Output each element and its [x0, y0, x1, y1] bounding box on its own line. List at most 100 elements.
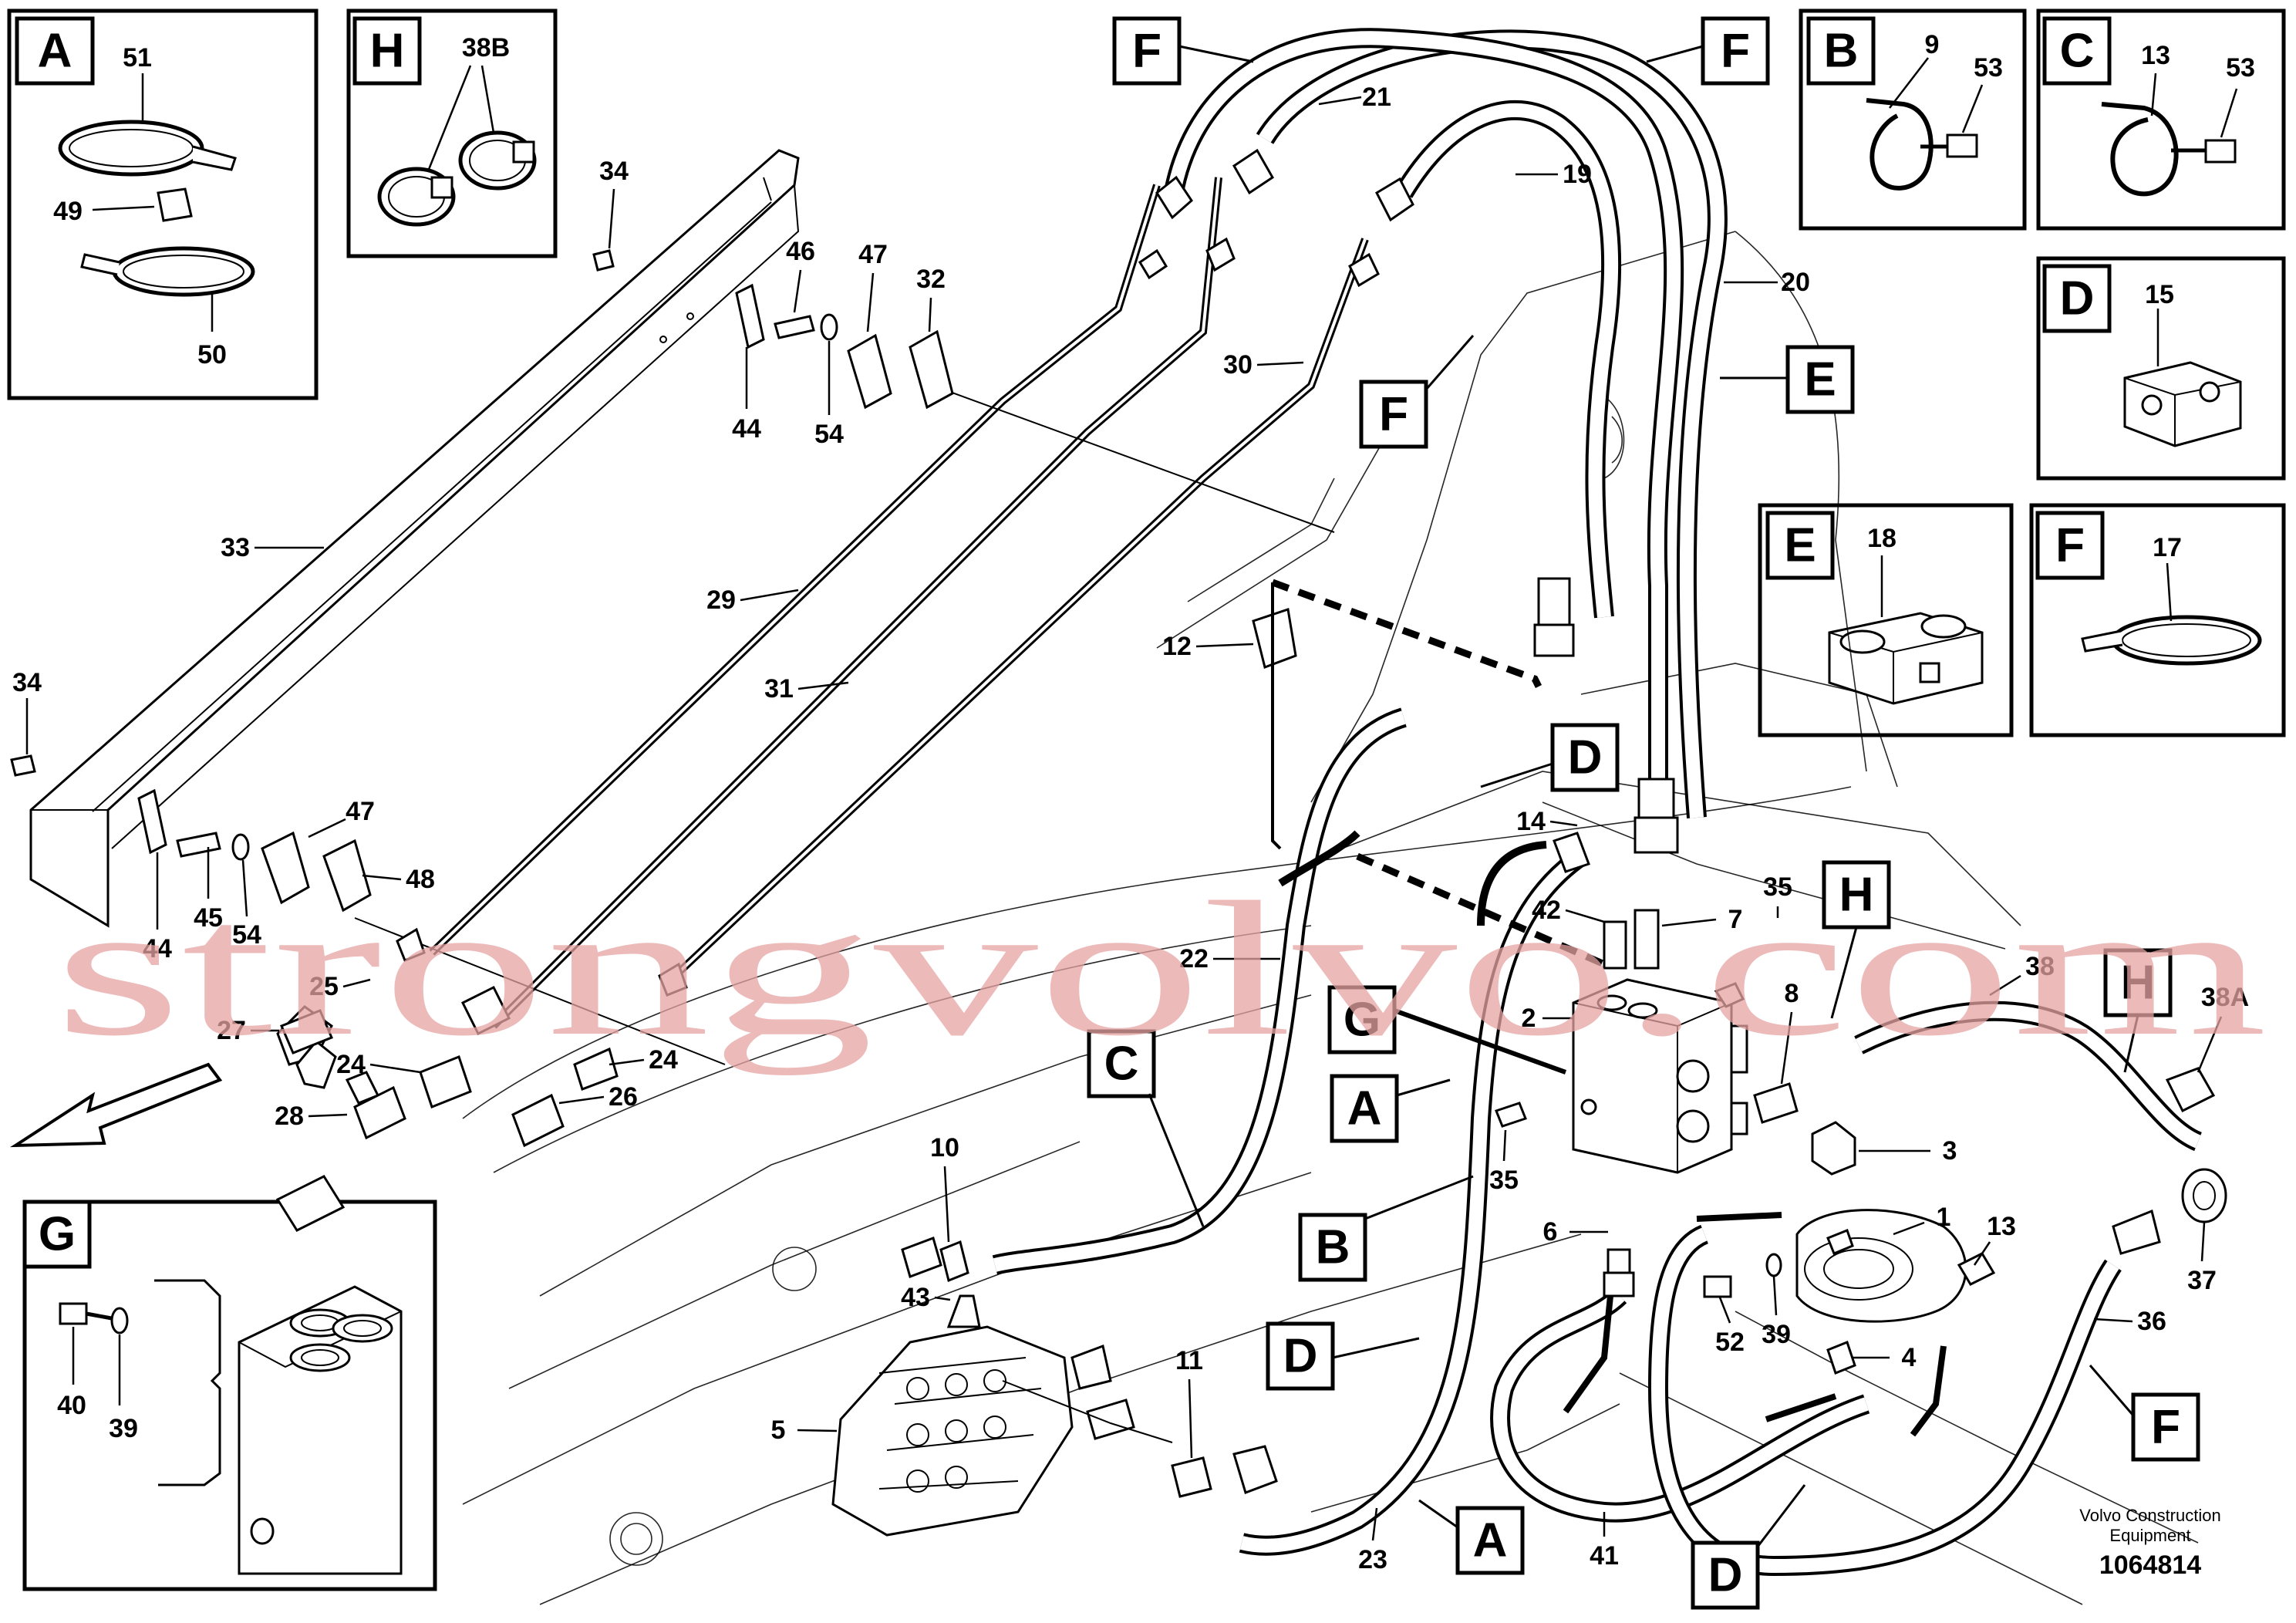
part-number: 39 [109, 1414, 138, 1443]
part-number: 45 [194, 903, 223, 933]
part-number: 33 [221, 533, 250, 562]
pipe-31 [668, 238, 1369, 983]
inset-e: E 18 [1758, 503, 2014, 737]
part-number: 42 [1532, 896, 1561, 925]
part-number: 23 [1358, 1545, 1387, 1574]
pipe-29 [429, 184, 1161, 956]
part-numbers: 21 19 20 30 34 46 47 32 44 54 33 29 31 3… [12, 83, 2249, 1574]
inset-g-letter: G [39, 1208, 76, 1261]
part-number: 32 [916, 265, 946, 294]
part-number: 43 [901, 1283, 930, 1312]
control-valve [831, 1294, 1173, 1537]
callout-letter: F [1721, 25, 1750, 78]
inset-b-letter: B [1824, 25, 1859, 78]
doc-number: 1064814 [2099, 1550, 2201, 1580]
part-number: 30 [1223, 350, 1253, 380]
callout-tags: F F F E D H H G C A B D A D F [1087, 16, 2200, 1610]
callout-tag-d1: D [1480, 723, 1620, 792]
part-number: 29 [706, 585, 736, 615]
part-number: 35 [1763, 872, 1792, 902]
part-number: 4 [1902, 1343, 1917, 1372]
coupling-parts [10, 249, 1297, 1498]
part-number: 13 [2141, 41, 2170, 70]
inset-d: D 15 [2036, 256, 2286, 481]
fittings-around-valve [1495, 832, 1799, 1297]
part-number: 7 [1728, 905, 1743, 934]
part-number: 17 [2153, 533, 2182, 562]
publisher-credit: Volvo Construction Equipment 1064814 [2079, 1506, 2220, 1580]
part-number: 35 [1489, 1166, 1519, 1195]
callout-letter: E [1804, 353, 1836, 407]
part-number: 38B [462, 33, 510, 62]
hose-line-d [1647, 1224, 2122, 1577]
callout-letter: H [2121, 957, 2156, 1010]
inset-c: C 13 53 [2036, 8, 2286, 231]
pipe-small [1278, 830, 1947, 1437]
part-number: 20 [1781, 268, 1810, 297]
callout-tag-c: C [1087, 1029, 1205, 1227]
inset-e-letter: E [1784, 519, 1816, 572]
callout-tag-a2: A [1418, 1499, 1525, 1575]
part-number: 34 [599, 157, 629, 186]
callout-tag-h2: H [2103, 948, 2173, 1073]
hose-22 [992, 707, 1408, 1275]
inset-c-letter: C [2060, 25, 2095, 78]
part-number: 52 [1715, 1328, 1745, 1357]
hose-23 [1239, 848, 1587, 1556]
callout-tag-g: G [1327, 985, 1567, 1075]
pump-unit [1703, 1067, 2227, 1375]
inset-f-letter: F [2055, 519, 2085, 572]
hose-41 [1490, 1288, 1870, 1523]
part-number: 47 [346, 797, 375, 826]
dashed-connection [1271, 579, 1606, 968]
callout-letter: C [1104, 1038, 1139, 1091]
part-number: 3 [1943, 1136, 1957, 1166]
callout-tag-f1: F [1112, 16, 1254, 86]
callout-tag-e: E [1720, 345, 1855, 414]
part-number: 46 [786, 237, 815, 266]
callout-tag-d2: D [1266, 1321, 1420, 1391]
part-number: 54 [814, 420, 844, 449]
part-number: 44 [143, 934, 172, 963]
part-number: 54 [232, 920, 261, 950]
callout-letter: F [1132, 25, 1161, 78]
part-number: 8 [1785, 979, 1799, 1008]
part-number: 47 [858, 240, 888, 269]
part-number: 51 [123, 43, 152, 73]
callout-tag-d3: D [1691, 1484, 1806, 1610]
part-number: 31 [764, 674, 794, 704]
callout-letter: G [1344, 994, 1381, 1047]
callout-letter: D [1568, 731, 1603, 785]
hose-fittings [1138, 148, 1679, 854]
part-number: 22 [1179, 944, 1209, 973]
callout-letter: F [1379, 388, 1408, 441]
inset-a: A 51 49 50 [7, 8, 319, 400]
part-number: 15 [2145, 280, 2174, 309]
part-number: 38A [2201, 983, 2249, 1012]
callout-tag-a1: A [1330, 1074, 1451, 1143]
callout-letter: H [1839, 869, 1874, 922]
callout-letter: A [1347, 1082, 1382, 1135]
callout-tag-f3: F [1359, 335, 1475, 449]
valve-block [1572, 978, 1748, 1174]
inset-h: H 38B [346, 8, 558, 258]
credit-line-2: Equipment [2109, 1526, 2190, 1545]
part-number: 53 [1974, 53, 2003, 83]
part-number: 53 [2226, 53, 2255, 83]
part-number: 36 [2137, 1307, 2166, 1336]
callout-letter: D [1708, 1549, 1743, 1602]
callout-tag-b: B [1298, 1175, 1474, 1282]
frame-beam [29, 149, 800, 928]
callout-letter: A [1473, 1514, 1508, 1567]
part-number: 11 [1175, 1346, 1203, 1375]
inset-f: F 17 [2029, 503, 2286, 737]
part-number: 25 [309, 972, 339, 1001]
callout-letter: D [1283, 1330, 1318, 1383]
part-number: 10 [930, 1133, 959, 1162]
inset-h-letter: H [370, 25, 405, 78]
credit-line-1: Volvo Construction [2079, 1506, 2220, 1525]
part-number: 28 [275, 1102, 304, 1131]
inset-a-letter: A [38, 25, 72, 78]
part-number: 5 [771, 1415, 786, 1445]
part-number: 12 [1162, 632, 1192, 661]
